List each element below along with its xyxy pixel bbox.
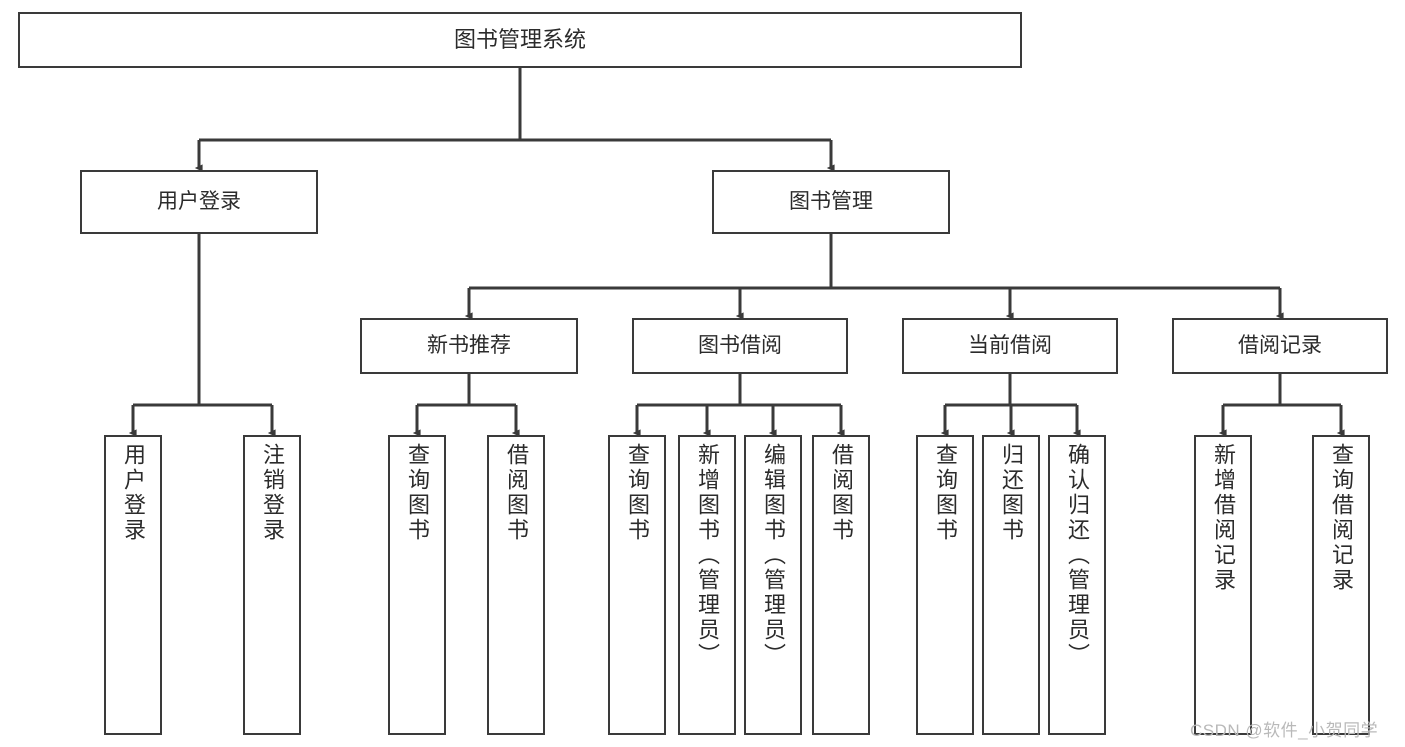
node-label: 用户登录: [121, 443, 146, 543]
node-label: 查询图书: [933, 443, 958, 543]
node-label: 查询图书: [625, 443, 650, 543]
node-current-borrow[interactable]: 当前借阅: [902, 318, 1118, 374]
node-label: 借阅记录: [1238, 333, 1322, 357]
node-label: 图书管理: [789, 189, 873, 213]
leaf-query-book-current[interactable]: 查询图书: [916, 435, 974, 735]
node-label: 新增图书（管理员）: [695, 443, 720, 668]
node-user-login[interactable]: 用户登录: [80, 170, 318, 234]
node-root-system[interactable]: 图书管理系统: [18, 12, 1022, 68]
leaf-edit-book-admin[interactable]: 编辑图书（管理员）: [744, 435, 802, 735]
node-label: 查询图书: [405, 443, 430, 543]
node-borrow-record[interactable]: 借阅记录: [1172, 318, 1388, 374]
leaf-query-book-recommend[interactable]: 查询图书: [388, 435, 446, 735]
leaf-user-login[interactable]: 用户登录: [104, 435, 162, 735]
node-label: 归还图书: [999, 443, 1024, 543]
leaf-borrow-book[interactable]: 借阅图书: [812, 435, 870, 735]
node-label: 借阅图书: [504, 443, 529, 543]
leaf-borrow-book-recommend[interactable]: 借阅图书: [487, 435, 545, 735]
leaf-query-book-borrow[interactable]: 查询图书: [608, 435, 666, 735]
node-label: 注销登录: [260, 443, 285, 543]
node-book-manage[interactable]: 图书管理: [712, 170, 950, 234]
node-label: 确认归还（管理员）: [1065, 443, 1090, 668]
node-label: 用户登录: [157, 189, 241, 213]
leaf-return-book[interactable]: 归还图书: [982, 435, 1040, 735]
node-label: 当前借阅: [968, 333, 1052, 357]
node-label: 编辑图书（管理员）: [761, 443, 786, 668]
node-book-borrow[interactable]: 图书借阅: [632, 318, 848, 374]
watermark-credit: CSDN @软件_小贺同学: [1190, 721, 1379, 740]
node-new-book-recommend[interactable]: 新书推荐: [360, 318, 578, 374]
leaf-logout[interactable]: 注销登录: [243, 435, 301, 735]
leaf-add-book-admin[interactable]: 新增图书（管理员）: [678, 435, 736, 735]
node-label: 新书推荐: [427, 333, 511, 357]
leaf-query-borrow-record[interactable]: 查询借阅记录: [1312, 435, 1370, 735]
node-label: 图书借阅: [698, 333, 782, 357]
node-label: 查询借阅记录: [1329, 443, 1354, 593]
node-label: 图书管理系统: [453, 27, 586, 53]
node-label: 新增借阅记录: [1211, 443, 1236, 593]
leaf-add-borrow-record[interactable]: 新增借阅记录: [1194, 435, 1252, 735]
leaf-confirm-return-admin[interactable]: 确认归还（管理员）: [1048, 435, 1106, 735]
node-label: 借阅图书: [829, 443, 854, 543]
